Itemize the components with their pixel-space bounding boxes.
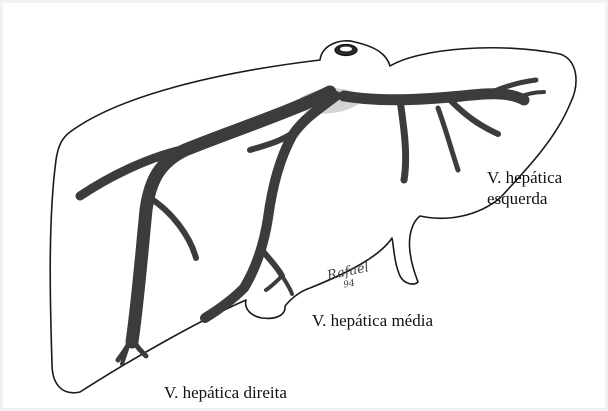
vena-cava-lumen [340, 47, 352, 52]
left-hepatic-vein-trunk [344, 94, 524, 100]
left-hepatic-vein-label-line2: esquerda [487, 189, 547, 208]
right-hepatic-vein-label: V. hepática direita [164, 382, 287, 403]
left-hepatic-vein-label-line1: V. hepática [487, 168, 562, 187]
middle-hepatic-vein-label: V. hepática média [312, 310, 433, 331]
left-hepatic-vein-label: V. hepática esquerda [487, 167, 607, 209]
